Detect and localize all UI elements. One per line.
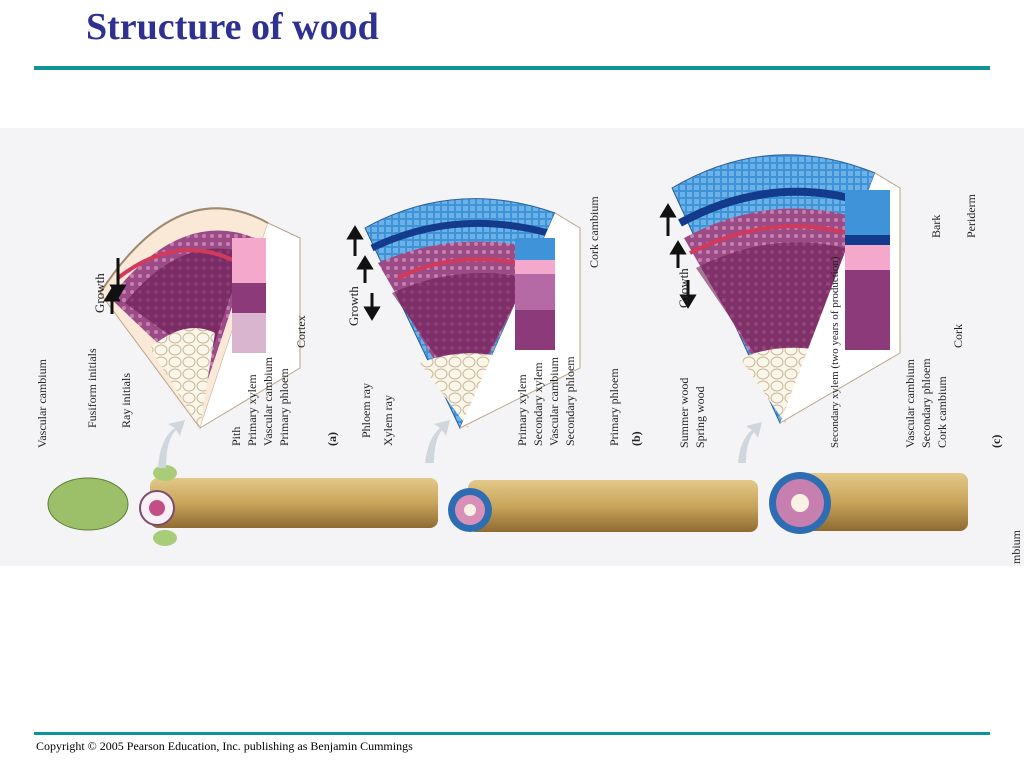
panel-b-letter: (b) <box>629 431 643 446</box>
panel-a-label-primary-phloem: Primary phloem <box>277 368 291 446</box>
panel-a-label-vascular-cambium: Vascular cambium <box>35 358 49 448</box>
link-arrows <box>158 420 762 468</box>
panel-a-label-fusiform-initials: Fusiform initials <box>85 348 99 428</box>
panel-c-label-secondary-phloem: Secondary phloem <box>919 358 933 448</box>
panel-c-label-bark: Bark <box>929 215 943 238</box>
panel-c-wedge <box>671 154 901 425</box>
panel-a-label-vascular-cambium-2: Vascular cambium <box>261 356 275 446</box>
edge-fragment-label: mbium <box>1009 529 1023 564</box>
stem-c <box>769 472 968 534</box>
panel-a-wedge <box>99 207 301 430</box>
panel-a-label-pith: Pith <box>229 427 243 446</box>
panel-a-label-cortex: Cortex <box>294 315 308 348</box>
page-title: Structure of wood <box>86 6 379 48</box>
copyright-text: Copyright © 2005 Pearson Education, Inc.… <box>36 739 413 753</box>
footer-divider <box>34 732 990 735</box>
panel-b-label-primary-phloem: Primary phloem <box>607 368 621 446</box>
panel-c-label-cork-cambium: Cork cambium <box>935 376 949 448</box>
growth-arrows <box>103 203 697 321</box>
panel-b-label-secondary-phloem: Secondary phloem <box>563 356 577 446</box>
panel-b-label-vascular-cambium: Vascular cambium <box>547 356 561 446</box>
panel-b-label-cork-cambium: Cork cambium <box>587 196 601 268</box>
panel-c-label-vascular-cambium: Vascular cambium <box>903 358 917 448</box>
wood-structure-illustration: Growth Growth Growth Vascular cambium Fu… <box>0 128 1024 566</box>
panel-a-growth-label: Growth <box>92 273 107 313</box>
panel-c-growth-label: Growth <box>676 268 691 308</box>
panel-c-label-spring-wood: Spring wood <box>693 386 707 448</box>
panel-b-label-secondary-xylem: Secondary xylem <box>531 362 545 446</box>
panel-c-label-cork: Cork <box>951 324 965 348</box>
panel-b-growth-label: Growth <box>346 286 361 326</box>
panel-a-label-primary-xylem: Primary xylem <box>245 374 259 446</box>
panel-b-label-primary-xylem: Primary xylem <box>515 374 529 446</box>
stem-a <box>47 465 438 546</box>
panel-b-wedge <box>364 198 581 430</box>
panel-c-label-summer-wood: Summer wood <box>677 378 691 448</box>
panel-a-label-ray-initials: Ray initials <box>119 373 133 428</box>
stem-b <box>448 480 758 532</box>
panel-c-label-periderm: Periderm <box>964 193 978 238</box>
panel-b-label-xylem-ray: Xylem ray <box>381 395 395 446</box>
panel-c-label-secondary-xylem: Secondary xylem (two years of production… <box>829 256 841 448</box>
title-divider <box>34 66 990 70</box>
panel-b-label-phloem-ray: Phloem ray <box>359 383 373 438</box>
wood-structure-figure: Growth Growth Growth Vascular cambium Fu… <box>0 128 1024 566</box>
panel-c-letter: (c) <box>989 435 1003 448</box>
panel-a-letter: (a) <box>325 432 339 446</box>
